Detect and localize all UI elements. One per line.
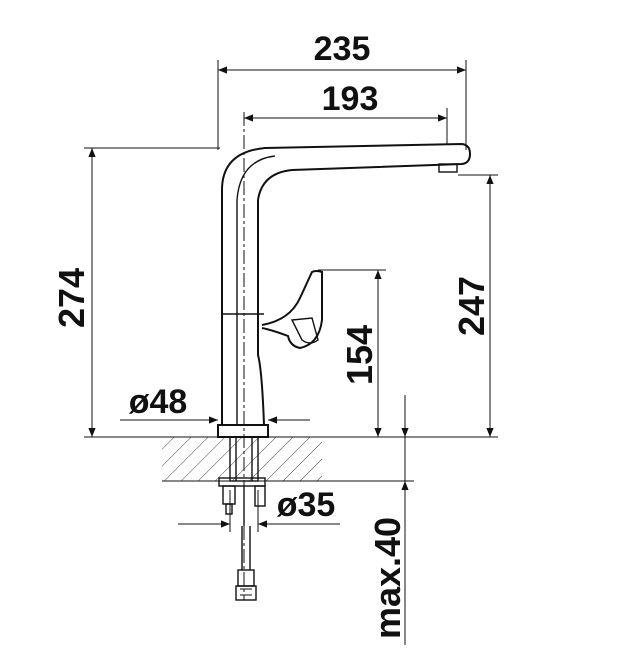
dimension-spout-length: 193 (244, 80, 448, 145)
dimension-total-height: 274 (51, 147, 220, 438)
dimension-overall-length: 235 (217, 30, 467, 150)
dim-label-o48: ø48 (129, 383, 188, 421)
dim-label-247: 247 (451, 276, 492, 336)
countertop-section (162, 436, 322, 482)
faucet-body (217, 142, 472, 438)
dim-label-235: 235 (314, 30, 371, 68)
dimension-max-thickness: max.40 (322, 395, 414, 645)
dim-label-193: 193 (322, 80, 379, 118)
dimension-spout-height: 247 (322, 174, 498, 438)
dim-label-o35: ø35 (277, 486, 336, 524)
dimension-shank-diameter: ø35 (178, 486, 340, 532)
dimension-lever-height: 154 (318, 269, 386, 437)
dimension-base-diameter: ø48 (120, 383, 310, 424)
dim-label-274: 274 (51, 268, 92, 328)
dim-label-max40: max.40 (367, 517, 408, 639)
dim-label-154: 154 (339, 325, 380, 385)
